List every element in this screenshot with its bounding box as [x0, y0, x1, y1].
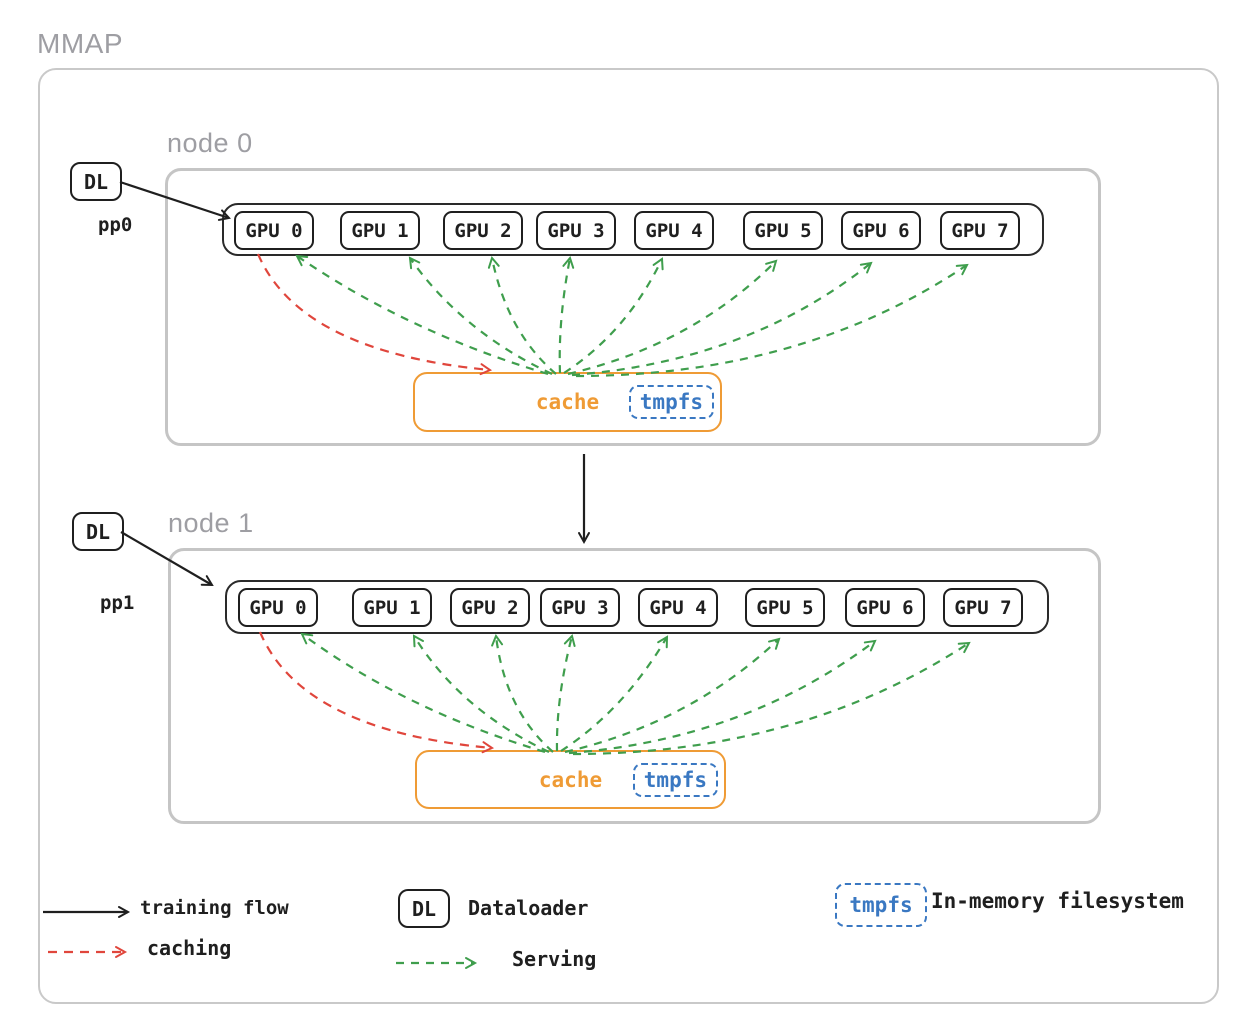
node1-tmpfs-box: tmpfs	[632, 762, 718, 797]
node1-label: node 1	[168, 508, 254, 538]
node0-cache-label: cache	[535, 390, 600, 414]
node0-box	[165, 168, 1101, 446]
node0-gpu-5: GPU 5	[743, 211, 823, 250]
node1-gpu-2: GPU 2	[450, 588, 530, 627]
training-flow-label: training flow	[140, 897, 289, 919]
in-memory-filesystem-label: In-memory filesystem	[931, 889, 1184, 913]
node0-gpu-1: GPU 1	[340, 211, 420, 250]
caching-arrow	[48, 946, 128, 958]
node1-cache-box: cache tmpfs	[415, 750, 726, 809]
diagram-title: MMAP	[37, 28, 123, 59]
node0-gpu-4: GPU 4	[634, 211, 714, 250]
node0-gpu-2: GPU 2	[443, 211, 523, 250]
serving-arrow	[396, 957, 478, 969]
node1-dataloader-box: DL	[72, 512, 124, 551]
node0-tmpfs-box: tmpfs	[628, 385, 714, 419]
node1-gpu-1: GPU 1	[352, 588, 432, 627]
node0-gpu-3: GPU 3	[536, 211, 616, 250]
dataloader-label: Dataloader	[468, 896, 589, 920]
node0-gpu-0: GPU 0	[234, 211, 314, 250]
training-flow-arrow	[43, 906, 131, 918]
node1-gpu-7: GPU 7	[943, 588, 1023, 627]
node1-gpu-0: GPU 0	[238, 588, 318, 627]
serving-label: Serving	[512, 947, 597, 971]
node0-cache-box: cache tmpfs	[413, 372, 722, 432]
node0-gpu-6: GPU 6	[841, 211, 921, 250]
node1-gpu-4: GPU 4	[638, 588, 718, 627]
node1-gpu-6: GPU 6	[845, 588, 925, 627]
node1-gpu-3: GPU 3	[540, 588, 620, 627]
node0-label: node 0	[167, 128, 253, 158]
node1-gpu-5: GPU 5	[745, 588, 825, 627]
caching-label: caching	[147, 936, 232, 960]
node0-pipeline-label: pp0	[98, 214, 133, 236]
node0-dataloader-box: DL	[70, 162, 122, 201]
legend-tmpfs-box: tmpfs	[835, 883, 927, 927]
node1-box	[168, 548, 1101, 824]
legend-dataloader-box: DL	[398, 889, 450, 928]
mmap-container-box	[38, 68, 1219, 1004]
node1-pipeline-label: pp1	[100, 592, 135, 614]
node1-cache-label: cache	[538, 767, 603, 792]
node0-gpu-7: GPU 7	[940, 211, 1020, 250]
node1-gpu-row	[225, 580, 1049, 634]
